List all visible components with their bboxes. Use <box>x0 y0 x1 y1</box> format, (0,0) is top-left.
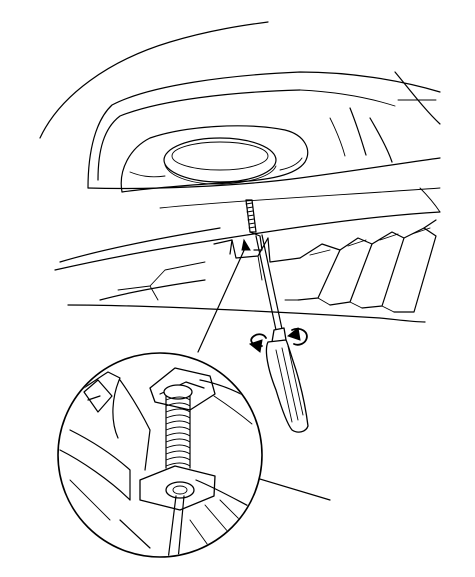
screwdriver <box>255 234 309 433</box>
exhaust-opening <box>120 125 309 193</box>
bumper-body <box>39 21 441 271</box>
grille-fins <box>67 219 437 323</box>
adjusting-screw <box>245 199 263 251</box>
rotation-arrows <box>248 327 308 353</box>
detail-magnifier <box>57 352 263 558</box>
